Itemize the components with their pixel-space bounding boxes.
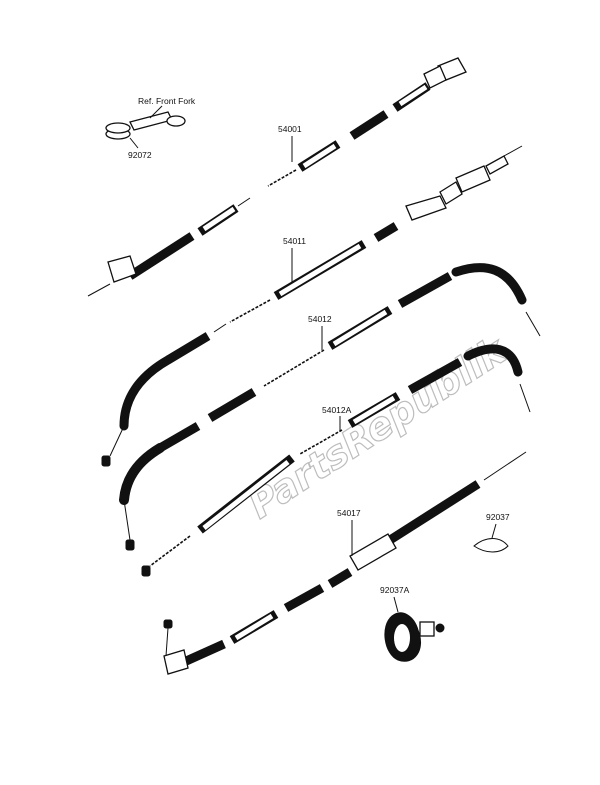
label-92037: 92037 [486,512,510,522]
throttle-cable-54012a[interactable] [141,344,531,577]
label-ref-front-fork: Ref. Front Fork [138,96,196,106]
choke-cable-54017[interactable] [163,451,527,675]
label-92037a: 92037A [380,585,410,595]
label-54012: 54012 [308,314,332,324]
clutch-cable-54011[interactable] [101,145,523,467]
grommet-92037a[interactable] [384,612,445,662]
label-54012a: 54012A [322,405,352,415]
label-54001: 54001 [278,124,302,134]
label-54017: 54017 [337,508,361,518]
bracket-92072[interactable] [105,111,186,149]
label-92072: 92072 [128,150,152,160]
throttle-cable-54012[interactable] [119,263,541,551]
clip-92037[interactable] [473,538,509,553]
label-54011: 54011 [283,236,306,246]
speedometer-cable-54001[interactable] [87,57,467,297]
